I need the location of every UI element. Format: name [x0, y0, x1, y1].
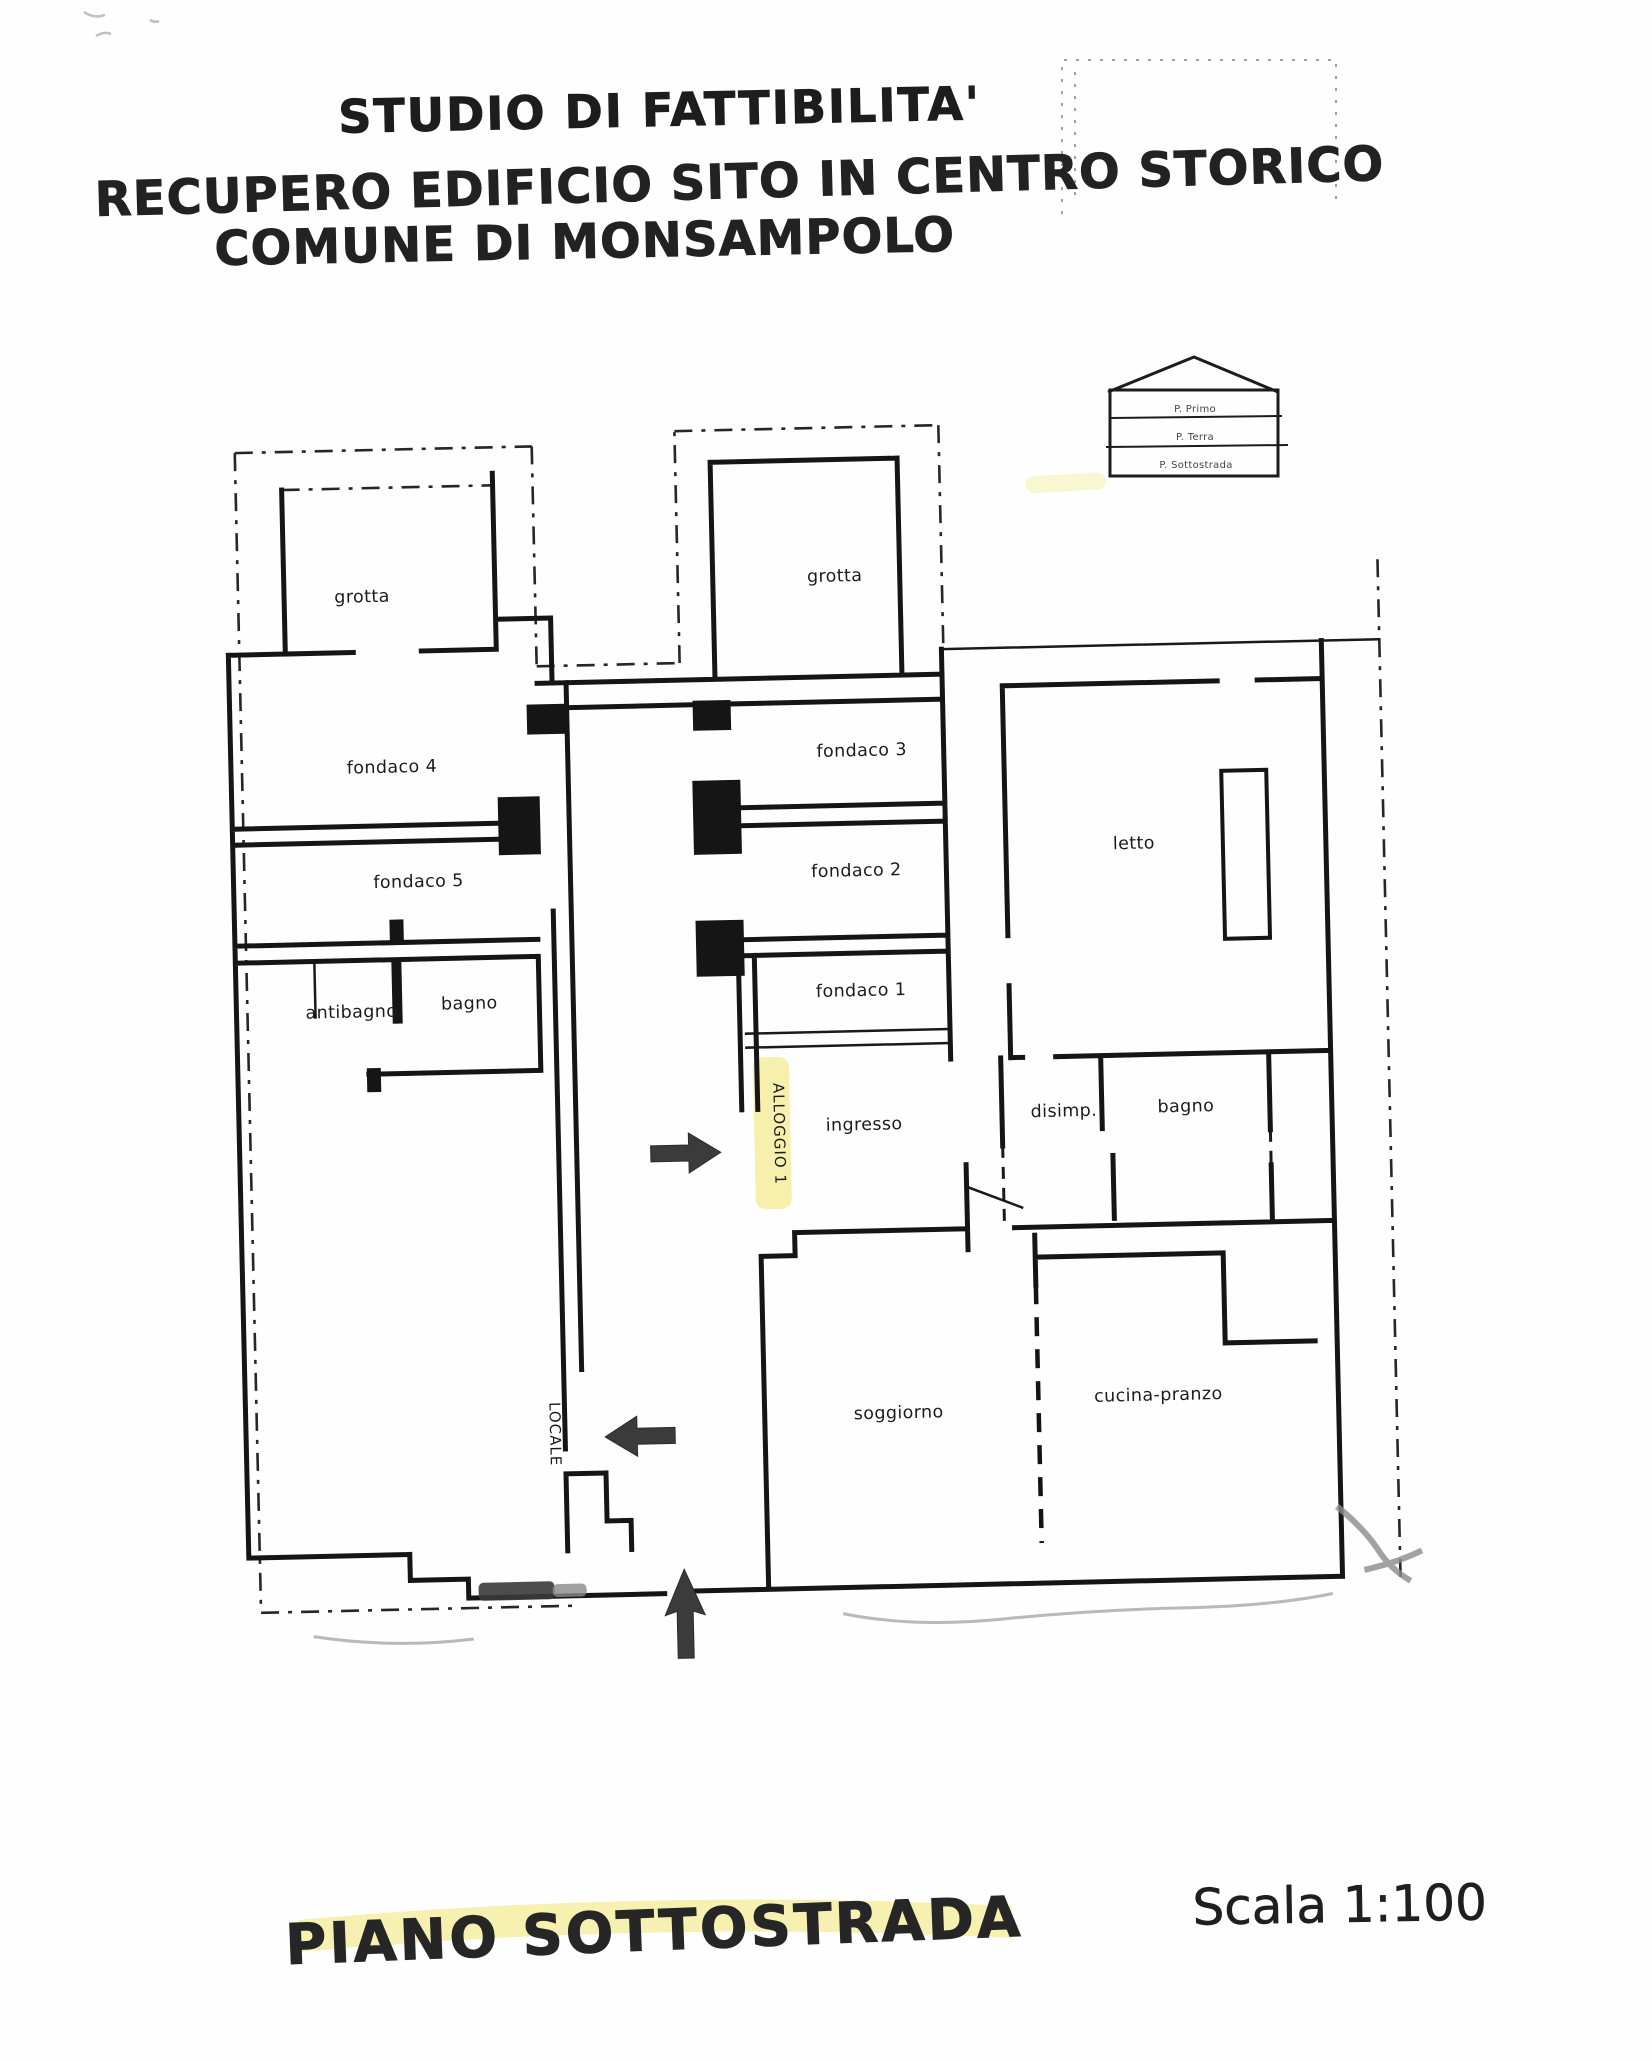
room-label-bagno-right: bagno: [1157, 1096, 1214, 1117]
room-label-letto: letto: [1113, 833, 1156, 854]
scale-label: Scala 1:100: [1192, 1873, 1487, 1936]
letto-highlight-smudge: [1025, 472, 1106, 494]
key-floor-3: P. Sottostrada: [1159, 460, 1232, 471]
plan-footer: PIANO SOTTOSTRADA Scala 1:100: [284, 1873, 1488, 1979]
letto-closet: [1219, 767, 1273, 941]
walls: [225, 455, 1346, 1601]
plan-body: grotta grotta fondaco 4 fondaco 3 fondaco 5 f…: [225, 423, 1424, 1659]
room-label-grotta-left: grotta: [334, 587, 390, 608]
room-labels: grotta grotta fondaco 4 fondaco 3 fondaco 5 f…: [305, 566, 1223, 1467]
scan-specks: [83, 10, 160, 38]
document-header: STUDIO DI FATTIBILITA' RECUPERO EDIFICIO…: [94, 76, 1386, 278]
room-label-fondaco-1: fondaco 1: [816, 980, 907, 1002]
room-label-cucina-pranzo: cucina-pranzo: [1094, 1384, 1223, 1407]
entrance-arrow-left-icon: [604, 1415, 676, 1458]
alloggio-highlight: [752, 1056, 792, 1210]
room-label-grotta-center: grotta: [807, 566, 863, 587]
key-floor-2: P. Terra: [1176, 432, 1214, 443]
room-divider-dashed: [1033, 1285, 1044, 1544]
room-label-locale: LOCALE: [545, 1402, 564, 1467]
wavy-line-artifact: [1335, 1504, 1424, 1584]
room-label-bagno-left: bagno: [441, 993, 498, 1014]
door-openings-dashed: [1001, 1129, 1273, 1228]
room-label-fondaco-2: fondaco 2: [811, 860, 902, 882]
room-label-fondaco-5: fondaco 5: [373, 871, 464, 893]
scan-smudge: [478, 1581, 587, 1601]
title-line-1: STUDIO DI FATTIBILITA': [338, 76, 982, 143]
room-label-antibagno: antibagno: [305, 1002, 397, 1024]
room-label-disimp: disimp.: [1030, 1101, 1097, 1123]
dotted-box-artifact: [1061, 59, 1337, 214]
room-label-fondaco-4: fondaco 4: [347, 757, 438, 779]
boundary-dashed: [233, 423, 1402, 1615]
highlighter-marks: [752, 472, 1106, 1210]
squiggle-artifacts: [313, 1592, 1334, 1645]
plan-title: PIANO SOTTOSTRADA: [284, 1885, 1024, 1978]
room-label-fondaco-3: fondaco 3: [816, 740, 907, 762]
entrance-arrow-right-icon: [650, 1132, 722, 1174]
key-floor-1: P. Primo: [1174, 404, 1216, 415]
room-label-soggiorno: soggiorno: [854, 1402, 944, 1424]
thin-walls: [313, 637, 1381, 1210]
building-section-icon: P. Primo P. Terra P. Sottostrada: [1105, 355, 1289, 478]
room-label-ingresso: ingresso: [826, 1114, 903, 1136]
room-label-alloggio-1: ALLOGGIO 1: [769, 1083, 789, 1185]
entrance-arrow-up-icon: [664, 1567, 707, 1659]
plan-title-highlight: [298, 1899, 1012, 1952]
